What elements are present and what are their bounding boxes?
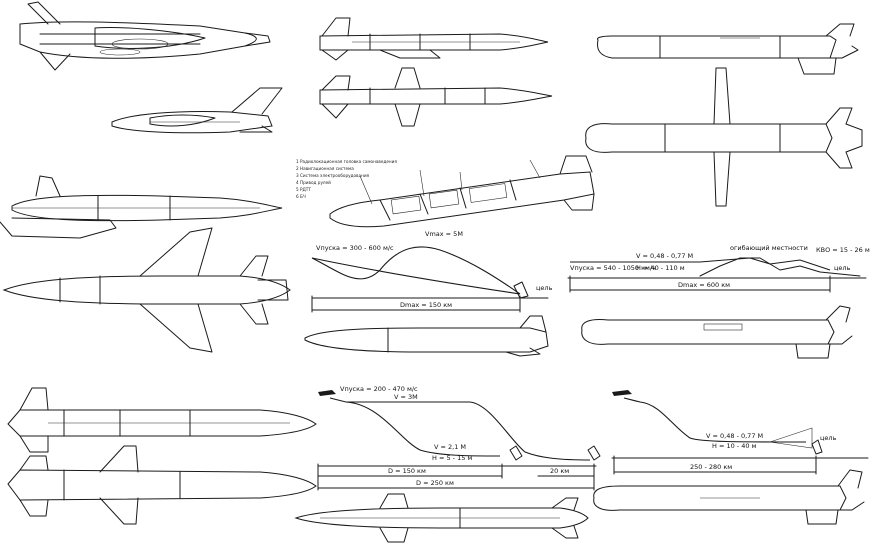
trajectory-diagram-b: V = 0,48 - 0,77 M Vпуска = 540 - 1050 км… (567, 244, 870, 293)
missile-drawing-bottom-middle (294, 493, 589, 543)
diagram-c-altitude: H = 5 - 15 м (432, 454, 472, 462)
missile-drawing-small-winged (111, 87, 283, 134)
diagram-d-flight-speed: V = 0,48 - 0,77 M (706, 432, 763, 440)
missile-drawing-top-right-plan (585, 67, 863, 207)
missile-drawing-top-middle-2 (319, 67, 553, 127)
missile-drawing-bottom-right (593, 469, 865, 525)
trajectory-diagram-a: Vпуска = 300 - 600 м/с Vmax = 5M цель Dm… (311, 230, 553, 313)
diagram-a-launch-speed: Vпуска = 300 - 600 м/с (316, 244, 394, 252)
diagram-b-terrain-note: огибающий местности (730, 244, 808, 252)
legend-item-5: 5 РДТТ (296, 187, 311, 192)
missile-drawing-under-diagram-b (581, 305, 853, 359)
missile-drawing-top-middle-1 (319, 17, 549, 61)
missile-drawing-mid-left-side (0, 175, 283, 239)
diagram-a-max-speed: Vmax = 5M (425, 230, 463, 238)
diagram-d-target: цель (820, 434, 837, 442)
diagram-b-range: Dmax = 600 км (678, 281, 730, 289)
missile-drawing-bottom-left-side (7, 387, 317, 453)
diagram-b-launch-speed: Vпуска = 540 - 1050 км/ч (570, 264, 656, 272)
diagram-c-launch-speed: Vпуска = 200 - 470 м/с (340, 385, 418, 393)
diagram-b-altitude: H = 40 - 110 м (636, 264, 685, 272)
diagram-c-range-long: D = 250 км (416, 479, 454, 487)
missile-drawing-bottom-left-plan (7, 445, 317, 525)
legend-item-3: 3 Система электрооборудования (296, 173, 370, 178)
missile-drawing-top-left (19, 1, 271, 71)
legend-item-1: 1 Радиолокационная головка самонаведения (296, 159, 397, 164)
diagram-c-range-short: D = 150 км (388, 467, 426, 475)
diagram-d-range: 250 - 280 км (690, 463, 732, 471)
missile-drawing-under-diagram-a (304, 315, 549, 357)
diagram-b-target: цель (834, 264, 851, 272)
legend-item-4: 4 Привод рулей (296, 180, 331, 185)
legend-item-2: 2 Навигационная система (296, 166, 354, 171)
diagram-d-altitude: H = 10 - 40 м (712, 442, 757, 450)
missile-drawing-top-right-side (597, 23, 859, 75)
diagram-c-terminal-range: 20 км (550, 467, 569, 475)
diagram-a-range: Dmax = 150 км (400, 301, 452, 309)
diagram-b-flight-speed: V = 0,48 - 0,77 M (636, 252, 693, 260)
missile-drawing-mid-left-plan (2, 227, 291, 353)
diagram-c-terminal-speed: V = 2,1 M (434, 443, 466, 451)
component-legend: 1 Радиолокационная головка самонаведения… (296, 159, 397, 199)
trajectory-diagram-c: Vпуска = 200 - 470 м/с V = 3M V = 2,1 M … (317, 385, 601, 491)
diagram-a-target: цель (536, 284, 553, 292)
legend-item-6: 6 БЧ (296, 194, 306, 199)
diagram-c-cruise-speed: V = 3M (394, 393, 418, 401)
missile-cutaway (329, 155, 595, 228)
diagram-b-cep: КВО = 15 - 26 м (816, 246, 870, 254)
trajectory-diagram-d: V = 0,48 - 0,77 M H = 10 - 40 м цель 250… (611, 390, 869, 475)
